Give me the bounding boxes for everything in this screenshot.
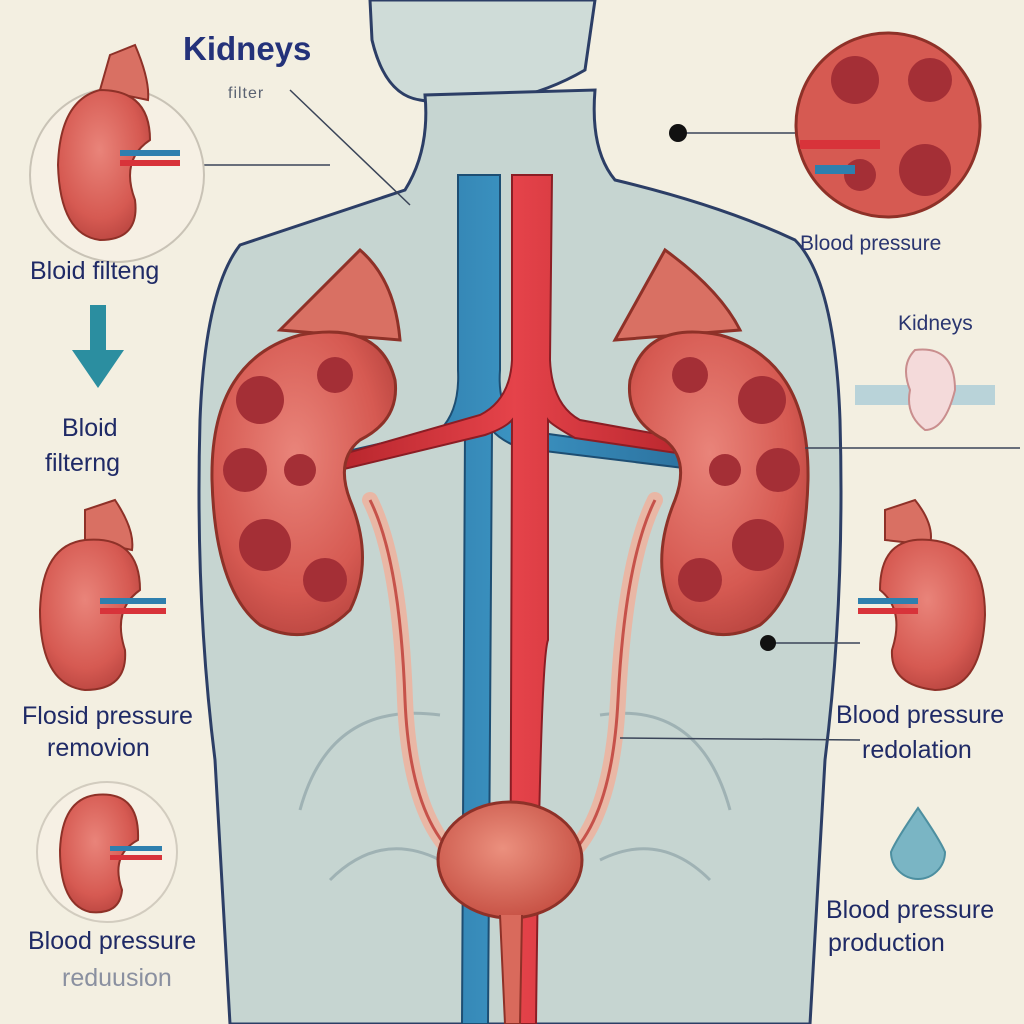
label-left-mid-2: filterng (45, 449, 121, 477)
label-left-mid-1: Bloid (62, 414, 118, 442)
diagram-title: Kidneys (183, 30, 312, 67)
label-right-mid-2: redolation (862, 736, 972, 764)
label-right-bottom-2: production (828, 929, 945, 957)
pointer-dot (669, 124, 687, 142)
pointer-lines (200, 89, 1020, 741)
label-left-top: Bloid filteng (30, 257, 160, 285)
small-organ-icon (855, 348, 995, 432)
label-left-lower-2: removion (47, 734, 150, 762)
arrow-down-icon (72, 305, 124, 388)
label-right-kidneys: Kidneys (898, 312, 973, 335)
label-right-mid-1: Blood pressure (836, 701, 1005, 729)
label-right-bottom-1: Blood pressure (826, 896, 995, 924)
water-drop-icon (889, 806, 947, 880)
label-left-bottom-1: Blood pressure (28, 927, 197, 955)
label-right-top: Blood pressure (800, 232, 942, 255)
diagram-subtitle: filter (228, 85, 265, 102)
label-left-bottom-2: reduusion (62, 964, 172, 992)
left-kidney (210, 247, 402, 637)
right-kidney-zoom-icon (794, 31, 982, 219)
left-kidney-icon-top (29, 43, 205, 263)
left-kidney-icon-bottom (36, 781, 178, 923)
label-left-lower-1: Flosid pressure (22, 702, 193, 730)
bladder (436, 800, 584, 1024)
blood-vessels (329, 174, 701, 1024)
pointer-dot (760, 635, 776, 651)
right-kidney-icon-mid (858, 498, 987, 692)
left-kidney-icon-mid (38, 498, 166, 692)
right-kidney (612, 247, 810, 637)
